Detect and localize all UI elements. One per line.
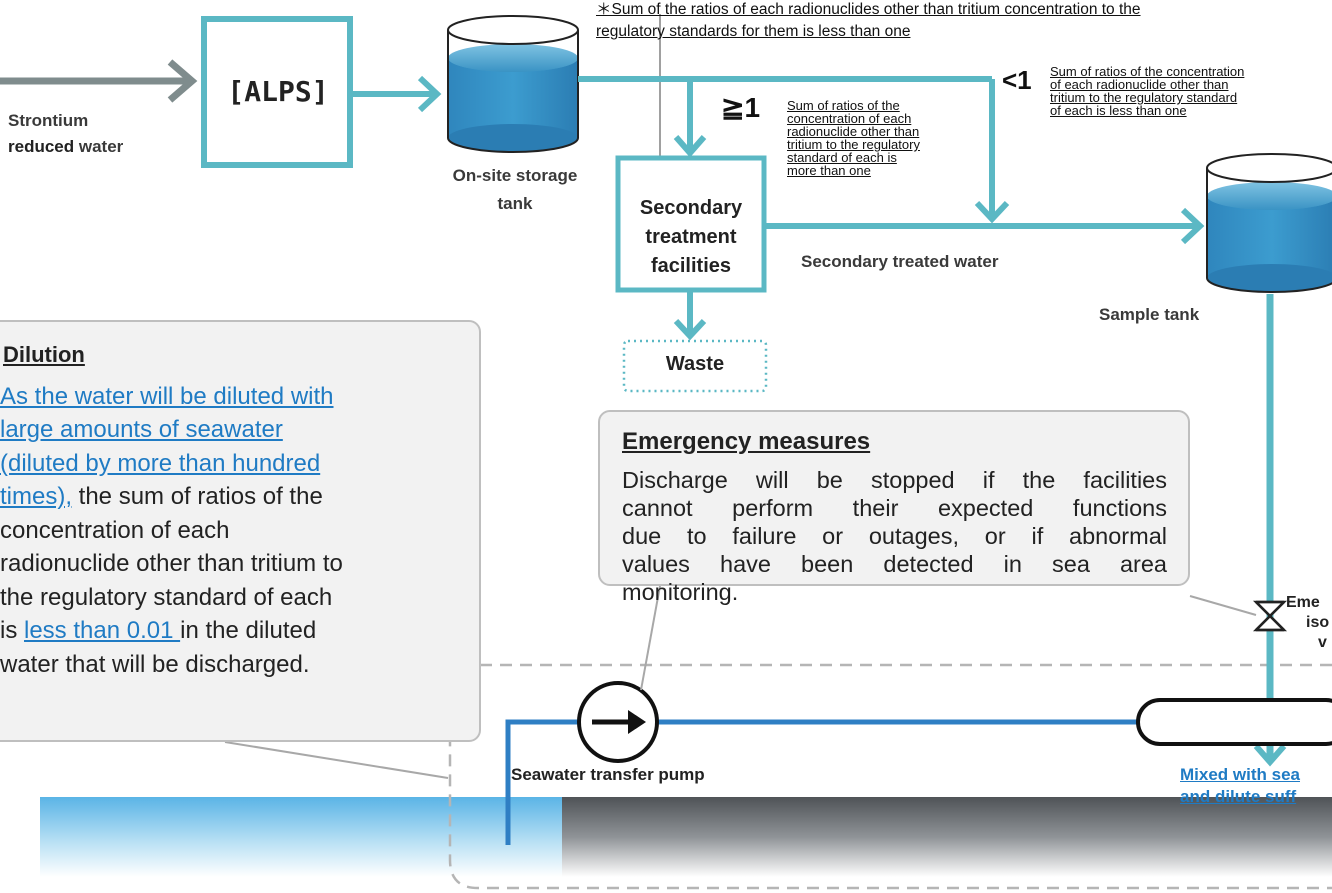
dilution-highlight-line4: times), xyxy=(0,483,72,510)
secondary-treatment-line2: treatment xyxy=(645,226,737,248)
onsite-tank-label-line1: On-site storage xyxy=(452,166,578,185)
secondary-treatment-label: Secondary treatment facilities xyxy=(618,194,764,281)
dilution-content: Dilution As the water will be diluted wi… xyxy=(0,338,470,681)
dilution-is-prefix: is xyxy=(0,617,24,644)
emergency-isolation-valve-icon xyxy=(1252,600,1288,632)
pump-label: Seawater transfer pump xyxy=(511,765,705,784)
top-footnote-line1: ＊Sum of the ratios of each radionuclides… xyxy=(596,1,1141,18)
tank-outflow-pipe xyxy=(578,76,1010,224)
emergency-line4: values have been detected in sea area xyxy=(622,551,1167,577)
secondary-treatment-line1: Secondary xyxy=(639,197,743,219)
branch-ge1-line6: more than one xyxy=(787,163,871,178)
mixed-label-line1: Mixed with sea xyxy=(1180,765,1300,784)
emergency-content: Emergency measures Discharge will be sto… xyxy=(622,428,1167,606)
dilution-highlight-line3: (diluted by more than hundred xyxy=(0,449,321,477)
sample-tank-down-pipe xyxy=(1253,294,1287,767)
branch-ge1-symbol: ≧1 xyxy=(721,92,761,123)
sea-strip xyxy=(40,797,565,877)
seawater-pump-icon xyxy=(577,681,659,763)
branch-lt1-line4: of each is less than one xyxy=(1050,103,1187,118)
inflow-label: Strontium reduced water xyxy=(8,108,123,160)
dilution-text-after: the sum of ratios of the xyxy=(72,483,323,510)
onsite-tank-label: On-site storage tank xyxy=(425,162,605,218)
dilution-last-line: water that will be discharged. xyxy=(0,650,310,678)
dilution-highlight-line1: As the water will be diluted with xyxy=(0,382,334,410)
branch-lt1-text: Sum of ratios of the concentration of ea… xyxy=(1050,65,1244,117)
sample-tank-label: Sample tank xyxy=(1099,305,1200,324)
dilution-callout-pointer xyxy=(224,741,449,779)
valve-label: Eme iso v xyxy=(1286,593,1332,653)
secondary-to-sample-pipe xyxy=(764,207,1205,245)
inflow-label-water: water xyxy=(74,137,124,156)
mixed-label: Mixed with sea and dilute suff xyxy=(1180,764,1332,808)
dilution-highlight-line2: large amounts of seawater xyxy=(0,416,283,443)
dilution-line-3: the regulatory standard of each xyxy=(0,583,333,611)
valve-label-line2: iso xyxy=(1306,614,1330,631)
waste-label: Waste xyxy=(665,353,725,375)
alps-label: [ALPS] xyxy=(227,75,329,108)
secondary-treatment-box xyxy=(615,155,767,293)
top-footnote-line2: regulatory standards for them is less th… xyxy=(596,23,911,40)
sample-tank xyxy=(1206,153,1332,293)
dilution-line-1: concentration of each xyxy=(0,516,230,544)
branch-lt1-line2: of each radionuclide other than xyxy=(1050,77,1229,92)
branch-ge1-line3: radionuclide other than xyxy=(787,124,920,139)
dilution-is-suffix: in the diluted xyxy=(180,617,317,644)
onsite-tank xyxy=(447,15,579,153)
alps-to-tank-arrow xyxy=(353,75,442,113)
secondary-to-waste-arrow xyxy=(673,290,707,341)
emergency-callout-pointer-pump xyxy=(640,585,661,691)
branch-ge1-line1: Sum of ratios of the xyxy=(787,98,900,113)
emergency-line5: monitoring. xyxy=(622,579,739,605)
branch-lt1-line3: tritium to the regulatory standard xyxy=(1050,90,1238,105)
emergency-title: Emergency measures xyxy=(622,428,871,455)
branch-ge1-text: Sum of ratios of the concentration of ea… xyxy=(787,99,920,177)
seawater-pipe xyxy=(505,719,1140,845)
emergency-line2: cannot perform their expected functions xyxy=(622,495,1167,521)
dilution-callout xyxy=(0,320,481,742)
emergency-callout-pointer-valve xyxy=(1189,595,1257,616)
emergency-line3: due to failure or outages, or if abnorma… xyxy=(622,523,1167,549)
mixed-label-line2: and dilute suff xyxy=(1180,787,1297,806)
dilution-value: less than 0.01 xyxy=(24,617,181,644)
inflow-label-line1: Strontium xyxy=(8,111,89,130)
branch-ge1-line4: tritium to the regulatory xyxy=(787,137,920,152)
top-footnote: ＊Sum of the ratios of each radionuclides… xyxy=(596,0,1141,43)
waste-box xyxy=(622,339,768,393)
branch-ge1-line2: concentration of each xyxy=(787,111,912,126)
secondary-treatment-line3: facilities xyxy=(650,255,732,277)
branch-lt1-symbol: <1 xyxy=(1002,65,1032,95)
inflow-arrow xyxy=(0,59,198,103)
valve-label-line1: Eme xyxy=(1286,594,1320,611)
dilution-line-2: radionuclide other than tritium to xyxy=(0,550,343,577)
emergency-line1: Discharge will be stopped if the facilit… xyxy=(622,467,1167,493)
alps-box xyxy=(201,16,353,168)
inflow-label-reduced: reduced xyxy=(8,137,75,156)
onsite-tank-label-line2: tank xyxy=(497,194,533,213)
emergency-callout xyxy=(598,410,1190,586)
land-strip xyxy=(562,797,1332,877)
branch-ge1-line5: standard of each is xyxy=(787,150,897,165)
mixing-header xyxy=(1136,698,1332,746)
dilution-title: Dilution xyxy=(3,342,85,367)
valve-label-line3: v xyxy=(1318,634,1327,651)
secondary-treated-water-label: Secondary treated water xyxy=(801,252,999,271)
branch-lt1-line1: Sum of ratios of the concentration xyxy=(1050,64,1245,79)
